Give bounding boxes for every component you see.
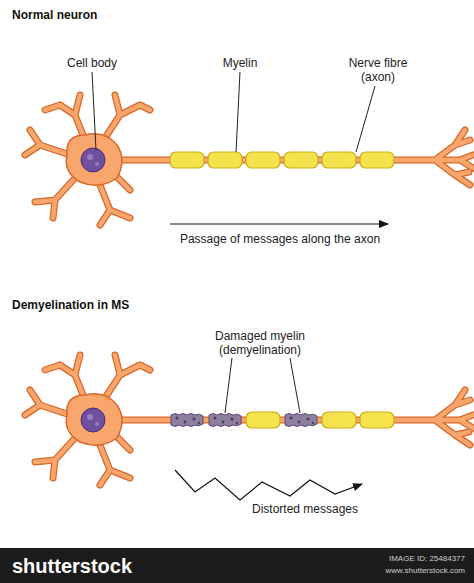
normal-neuron: [25, 95, 473, 225]
watermark: www.shutterstock.com: [340, 566, 465, 576]
watermark-bar: [0, 548, 474, 583]
part-label: Myelin: [205, 56, 275, 70]
watermark: shutterstock: [12, 554, 172, 578]
message-arrow: [170, 223, 388, 224]
caption-label: Passage of messages along the axon: [140, 232, 420, 246]
section-heading: Demyelination in MS: [12, 298, 212, 312]
part-label: Nerve fibre (axon): [344, 56, 412, 84]
myelin-sheath: [170, 152, 394, 168]
leader-line: [356, 86, 375, 152]
part-label: Cell body: [50, 56, 134, 70]
leader-line: [290, 358, 300, 413]
leader-line: [225, 358, 232, 413]
leader-line: [92, 72, 96, 150]
distorted-arrow: [175, 470, 362, 500]
section-heading: Normal neuron: [12, 8, 212, 22]
part-label: Damaged myelin (demyelination): [195, 329, 325, 357]
damaged-myelin-sheath: [171, 412, 394, 428]
caption-label: Distorted messages: [235, 502, 375, 516]
demyelinated-neuron: [25, 355, 473, 485]
watermark: IMAGE ID: 25484377: [340, 554, 465, 564]
leader-line: [236, 72, 240, 152]
